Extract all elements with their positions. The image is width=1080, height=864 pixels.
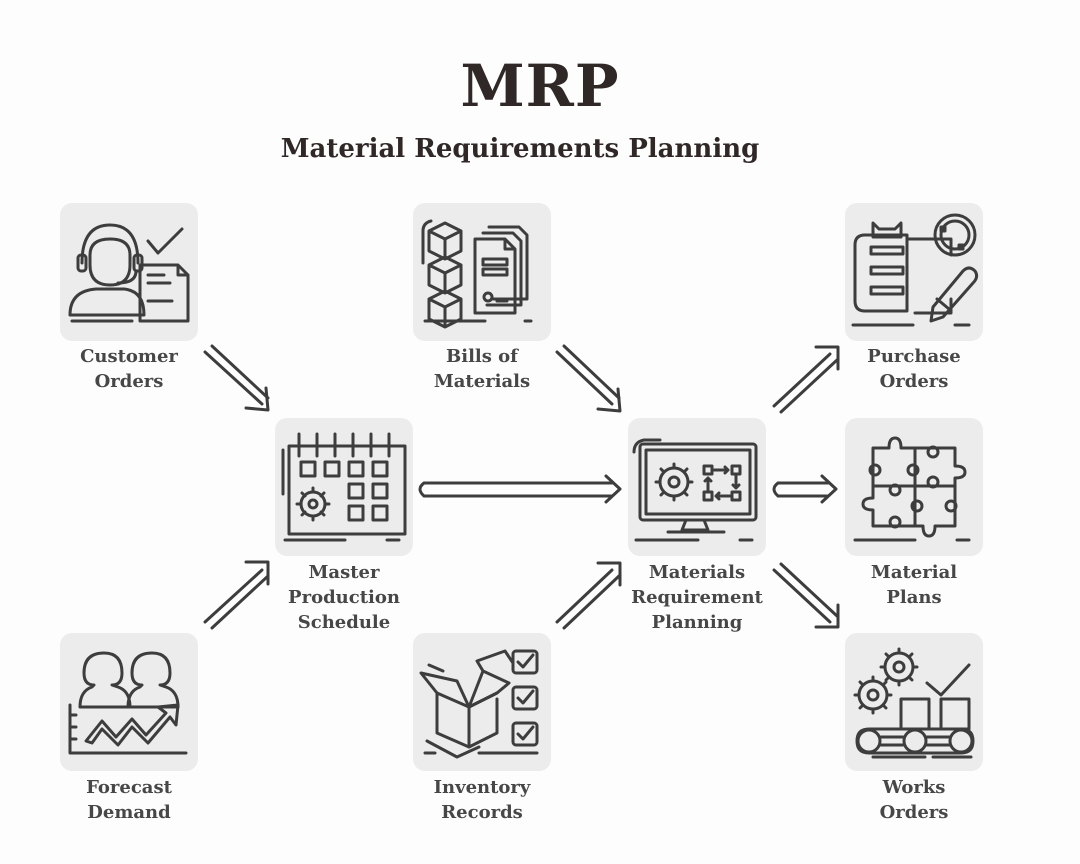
node-label-purchase-orders: Purchase Orders [814,344,1014,394]
label-line: Customer [80,346,178,367]
label-line: Orders [94,371,164,392]
label-line: Orders [879,371,949,392]
label-line: Purchase [867,346,961,367]
node-customer-orders [60,203,198,341]
label-line: Material [870,562,958,583]
label-line: Plans [886,587,942,608]
arrow-mrp-to-plans [772,474,838,504]
label-line: Records [441,802,523,823]
arrow-bom-to-mrp [555,344,622,413]
label-line: Schedule [297,612,391,633]
people-growth-chart-icon [68,651,188,755]
node-master-production-schedule [275,418,413,556]
clipboard-pen-icon [851,213,979,327]
label-line: Forecast [86,777,172,798]
node-bills-of-materials [413,203,551,341]
calendar-gear-icon [281,432,407,542]
label-line: Bills of [446,346,518,367]
node-label-material-plans: Material Plans [814,560,1014,610]
node-label-master-production-schedule: Master Production Schedule [244,560,444,635]
arrow-customer-to-mps [203,344,270,412]
gears-conveyor-icon [853,647,975,759]
customer-service-order-icon [68,223,190,323]
node-works-orders [845,633,983,771]
arrow-forecast-to-mps [203,560,270,630]
node-label-inventory-records: Inventory Records [382,775,582,825]
node-label-materials-requirement-planning: Materials Requirement Planning [597,560,797,635]
label-line: Production [288,587,400,608]
node-label-bills-of-materials: Bills of Materials [382,344,582,394]
node-material-plans [845,418,983,556]
node-forecast-demand [60,633,198,771]
puzzle-icon [853,436,971,542]
label-line: Works [882,777,946,798]
label-line: Master [308,562,380,583]
arrow-mps-to-mrp [418,474,622,504]
node-label-forecast-demand: Forecast Demand [29,775,229,825]
label-line: Materials [648,562,746,583]
arrow-mrp-to-works [772,562,840,629]
diagram-title: MRP [460,52,620,120]
node-inventory-records [413,633,551,771]
label-line: Requirement [631,587,763,608]
node-materials-requirement-planning [628,418,766,556]
label-line: Planning [651,612,743,633]
node-purchase-orders [845,203,983,341]
node-label-customer-orders: Customer Orders [29,344,229,394]
label-line: Inventory [433,777,531,798]
arrow-inventory-to-mrp [555,561,622,630]
arrow-mrp-to-purchase [772,345,840,414]
monitor-gear-flow-icon [632,438,758,542]
open-box-checklist-icon [419,649,539,759]
label-line: Materials [433,371,531,392]
boxes-documents-icon [421,219,533,329]
label-line: Orders [879,802,949,823]
label-line: Demand [87,802,171,823]
node-label-works-orders: Works Orders [814,775,1014,825]
diagram-subtitle: Material Requirements Planning [280,134,760,164]
